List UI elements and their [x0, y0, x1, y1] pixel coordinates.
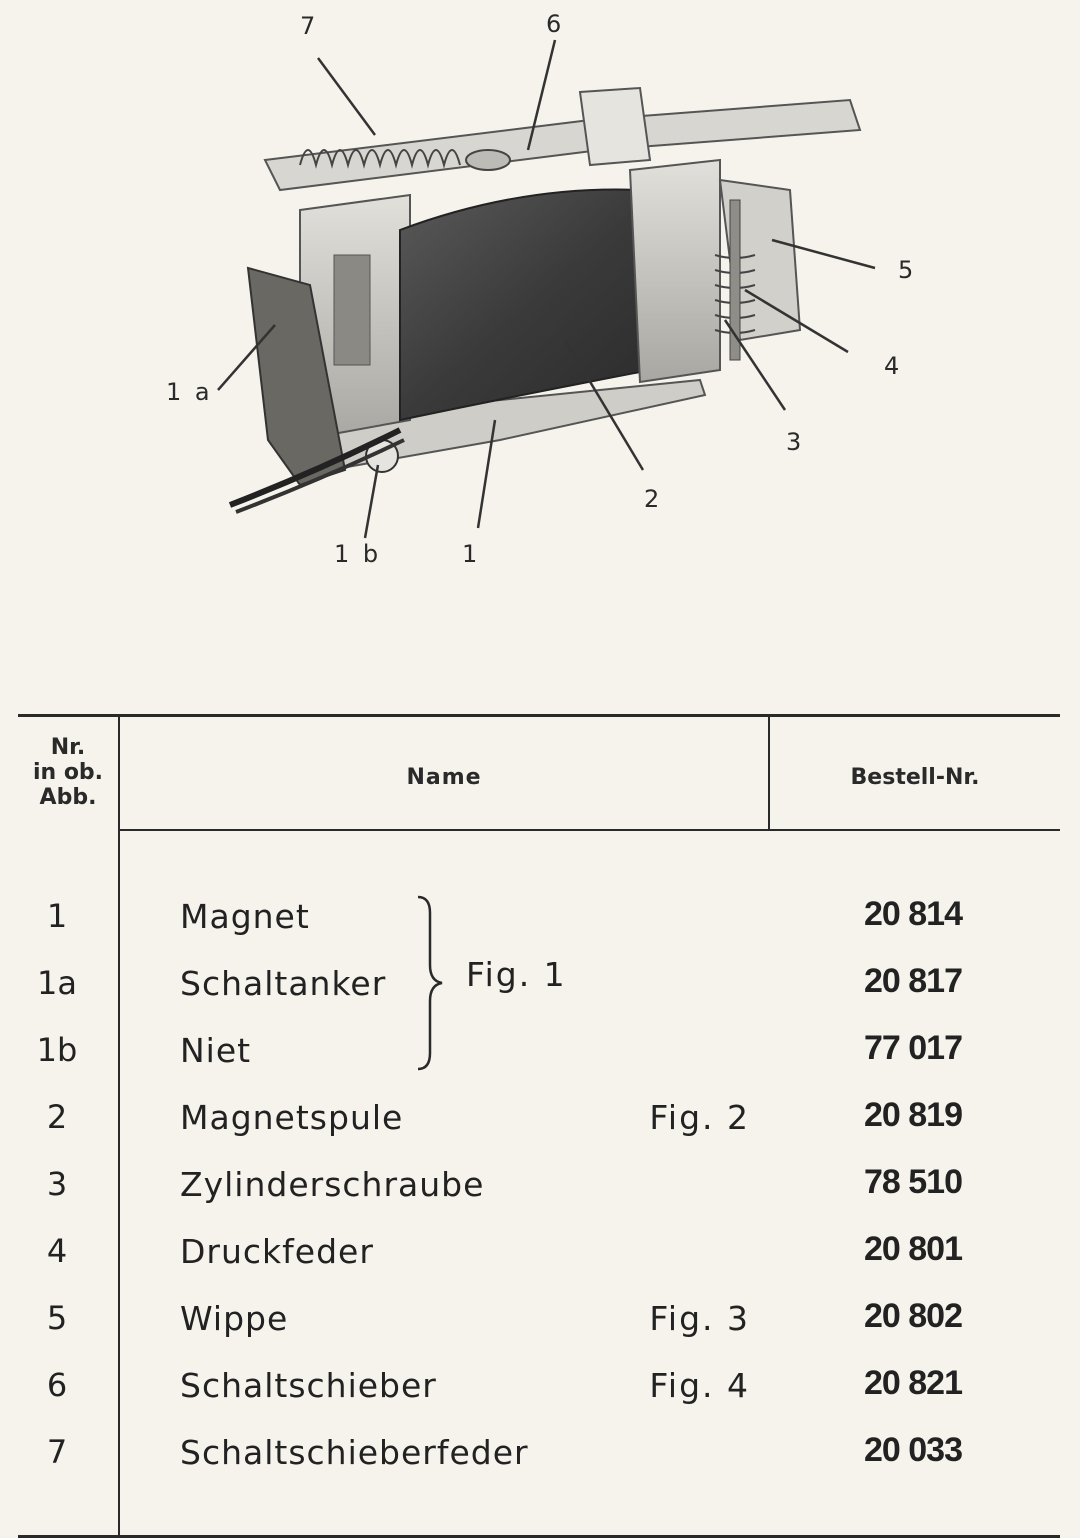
- row-bestell-nr: 78 510: [864, 1163, 963, 1201]
- row-name: Magnetspule: [180, 1098, 404, 1137]
- row-nr: 6: [46, 1366, 68, 1404]
- row-name: Magnet: [180, 897, 310, 936]
- solenoid-drawing: [217, 39, 876, 539]
- header-nr: Nr. in ob. Abb.: [18, 735, 118, 810]
- callout-1a: 1 a: [166, 378, 213, 406]
- table-row: 1a Schaltanker 20 817: [18, 952, 1060, 1018]
- callout-1: 1: [462, 540, 481, 568]
- row-fig: Fig. 3: [649, 1299, 750, 1338]
- row-fig: Fig. 4: [649, 1366, 750, 1405]
- row-nr: 1a: [37, 964, 77, 1002]
- callout-3: 3: [786, 428, 805, 456]
- row-bestell-nr: 77 017: [864, 1029, 963, 1067]
- row-bestell-nr: 20 033: [864, 1431, 963, 1469]
- row-bestell-nr: 20 814: [864, 895, 963, 933]
- callout-2: 2: [644, 485, 663, 513]
- header-bestell-nr: Bestell-Nr.: [850, 765, 980, 790]
- row-nr: 7: [46, 1433, 68, 1471]
- row-nr: 4: [46, 1232, 68, 1270]
- callout-1b: 1 b: [334, 540, 382, 568]
- table-row: 2 Magnetspule Fig. 2 20 819: [18, 1086, 1060, 1152]
- row-nr: 2: [46, 1098, 68, 1136]
- callout-5: 5: [898, 256, 917, 284]
- group-fig-label: Fig. 1: [466, 955, 567, 994]
- row-nr: 5: [46, 1299, 68, 1337]
- row-bestell-nr: 20 802: [864, 1297, 963, 1335]
- parts-table: Nr. in ob. Abb. Name Bestell-Nr. Fig. 1 …: [18, 714, 1060, 1538]
- table-row: 4 Druckfeder 20 801: [18, 1220, 1060, 1286]
- table-row: 6 Schaltschieber Fig. 4 20 821: [18, 1354, 1060, 1420]
- callout-6: 6: [546, 10, 565, 38]
- row-bestell-nr: 20 821: [864, 1364, 963, 1402]
- table-row: 3 Zylinderschraube 78 510: [18, 1153, 1060, 1219]
- header-nr-line3: Abb.: [39, 785, 97, 810]
- row-bestell-nr: 20 801: [864, 1230, 963, 1268]
- row-name: Schaltschieber: [180, 1366, 437, 1405]
- callout-4: 4: [884, 352, 903, 380]
- row-bestell-nr: 20 817: [864, 962, 963, 1000]
- row-nr: 1: [46, 897, 68, 935]
- table-row: 5 Wippe Fig. 3 20 802: [18, 1287, 1060, 1353]
- row-fig: Fig. 2: [649, 1098, 750, 1137]
- row-name: Wippe: [180, 1299, 289, 1338]
- callout-7: 7: [300, 12, 319, 40]
- row-name: Druckfeder: [180, 1232, 374, 1271]
- group-brace: [417, 895, 443, 1071]
- row-name: Schaltschieberfeder: [180, 1433, 529, 1472]
- row-name: Schaltanker: [180, 964, 387, 1003]
- row-nr: 3: [46, 1165, 68, 1203]
- header-nr-line2: in ob.: [32, 760, 104, 785]
- header-nr-line1: Nr.: [50, 735, 86, 760]
- header-name: Name: [406, 765, 482, 790]
- solenoid-illustration: 7 6 5 4 3 2 1 1 b 1 a: [0, 0, 1080, 620]
- col-divider-bestell: [768, 717, 770, 829]
- col-divider-nr: [118, 717, 120, 1535]
- table-row: 7 Schaltschieberfeder 20 033: [18, 1421, 1060, 1487]
- row-bestell-nr: 20 819: [864, 1096, 963, 1134]
- table-row: 1 Magnet 20 814: [18, 885, 1060, 951]
- row-name: Zylinderschraube: [180, 1165, 485, 1204]
- table-row: 1b Niet 77 017: [18, 1019, 1060, 1085]
- row-name: Niet: [180, 1031, 252, 1070]
- row-nr: 1b: [36, 1031, 78, 1069]
- header-divider: [118, 829, 1060, 831]
